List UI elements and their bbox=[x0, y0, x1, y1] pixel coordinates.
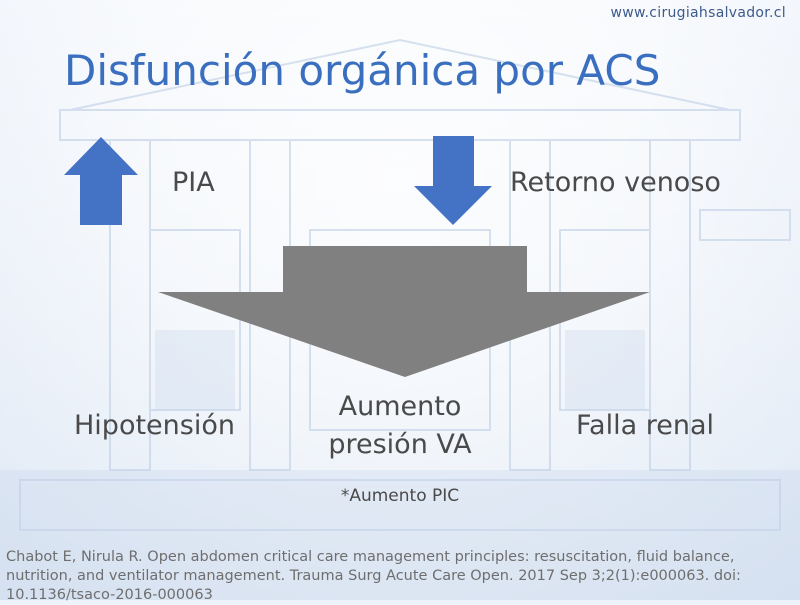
aumento-line-1: Aumento bbox=[338, 391, 462, 422]
slide-title: Disfunción orgánica por ACS bbox=[64, 46, 661, 95]
retorno-venoso-label: Retorno venoso bbox=[510, 167, 721, 198]
big-down-arrow-icon bbox=[158, 246, 650, 377]
pia-label: PIA bbox=[172, 167, 215, 198]
falla-renal-label: Falla renal bbox=[576, 410, 715, 441]
aumento-line-2: presión VA bbox=[328, 428, 472, 460]
hipotension-label: Hipotensión bbox=[74, 410, 235, 441]
aumento-pic-note: *Aumento PIC bbox=[340, 486, 460, 506]
website-url: www.cirugiahsalvador.cl bbox=[610, 5, 786, 21]
down-arrow-icon bbox=[414, 136, 492, 225]
reference-citation: Chabot E, Nirula R. Open abdomen critica… bbox=[6, 549, 741, 604]
aumento-presion-label: Aumento presión VA bbox=[300, 388, 500, 464]
up-arrow-icon bbox=[64, 137, 138, 225]
